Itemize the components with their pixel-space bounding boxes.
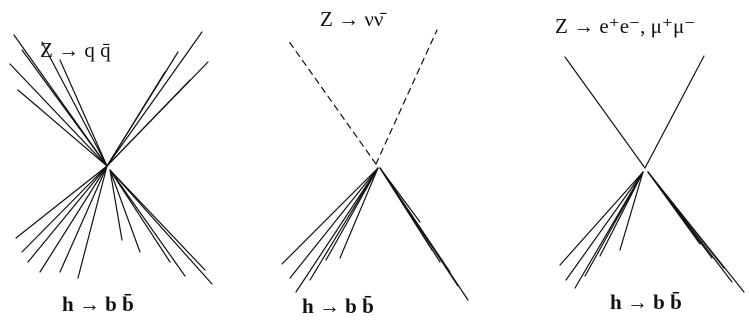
panel-1-upper-left-jet-line-2 <box>22 50 107 166</box>
panel-1-lower-right-jet-line-6 <box>110 170 212 284</box>
panel-1-upper-left-jet-line-4 <box>10 64 107 166</box>
panel-3-left-jet-line-2 <box>566 172 643 280</box>
panel-1-upper-right-jet-line-1 <box>107 32 202 166</box>
panel-3-lepton-line-1 <box>565 57 645 168</box>
panel-3-right-jet-line-6 <box>648 172 744 292</box>
panel-2-left-jet-line-3 <box>296 168 378 292</box>
panel-2-right-jet-line-6 <box>380 168 468 300</box>
panel-1-lower-right-jet-line-3 <box>110 170 170 262</box>
panel-1-lower-left-jet-line-4 <box>40 166 107 272</box>
panel-3-left-jet-line-4 <box>585 172 643 276</box>
panel-2-bottom-label: h → b b̄ <box>302 294 374 319</box>
panel-2-left-jet-line-2 <box>290 168 378 278</box>
panel-1-lower-left-jet-line-2 <box>22 166 107 252</box>
panel-2-top-label: Z → νν̄ <box>320 7 383 32</box>
panel-1-lower-right-jet-line-2 <box>110 170 140 252</box>
panel-3-top-label: Z → e⁺e⁻, μ⁺μ⁻ <box>555 14 695 39</box>
panel-1-upper-right-jet-line-5 <box>107 72 165 166</box>
panel-1-upper-left-jet-line-6 <box>18 90 107 166</box>
panel-2-left-jet-line-1 <box>282 168 378 264</box>
panel-3-bottom-label: h → b b̄ <box>610 290 682 315</box>
panel-1-lower-right-jet-line-5 <box>110 170 205 270</box>
panel-3-left-jet-line-1 <box>560 172 643 265</box>
panel-1-lower-left-jet-line-1 <box>16 166 107 238</box>
panel-2-left-jet-line-5 <box>326 168 378 260</box>
panel-1-lower-right-jet-line-4 <box>110 170 185 276</box>
panel-1-bottom-label: h → b b̄ <box>62 292 134 317</box>
panel-1-upper-right-jet-line-4 <box>107 80 190 166</box>
panel-2-left-jet-line-4 <box>310 168 378 280</box>
panel-1-upper-left-jet-line-5 <box>60 60 107 166</box>
panel-2-neutrino-line-2 <box>376 30 437 164</box>
panel-1-top-label: Z → q q̄ <box>40 38 111 63</box>
panel-2-left-jet-line-6 <box>340 168 378 258</box>
panel-2-neutrino-line-1 <box>288 40 376 164</box>
panel-3-lepton-line-2 <box>645 56 704 168</box>
